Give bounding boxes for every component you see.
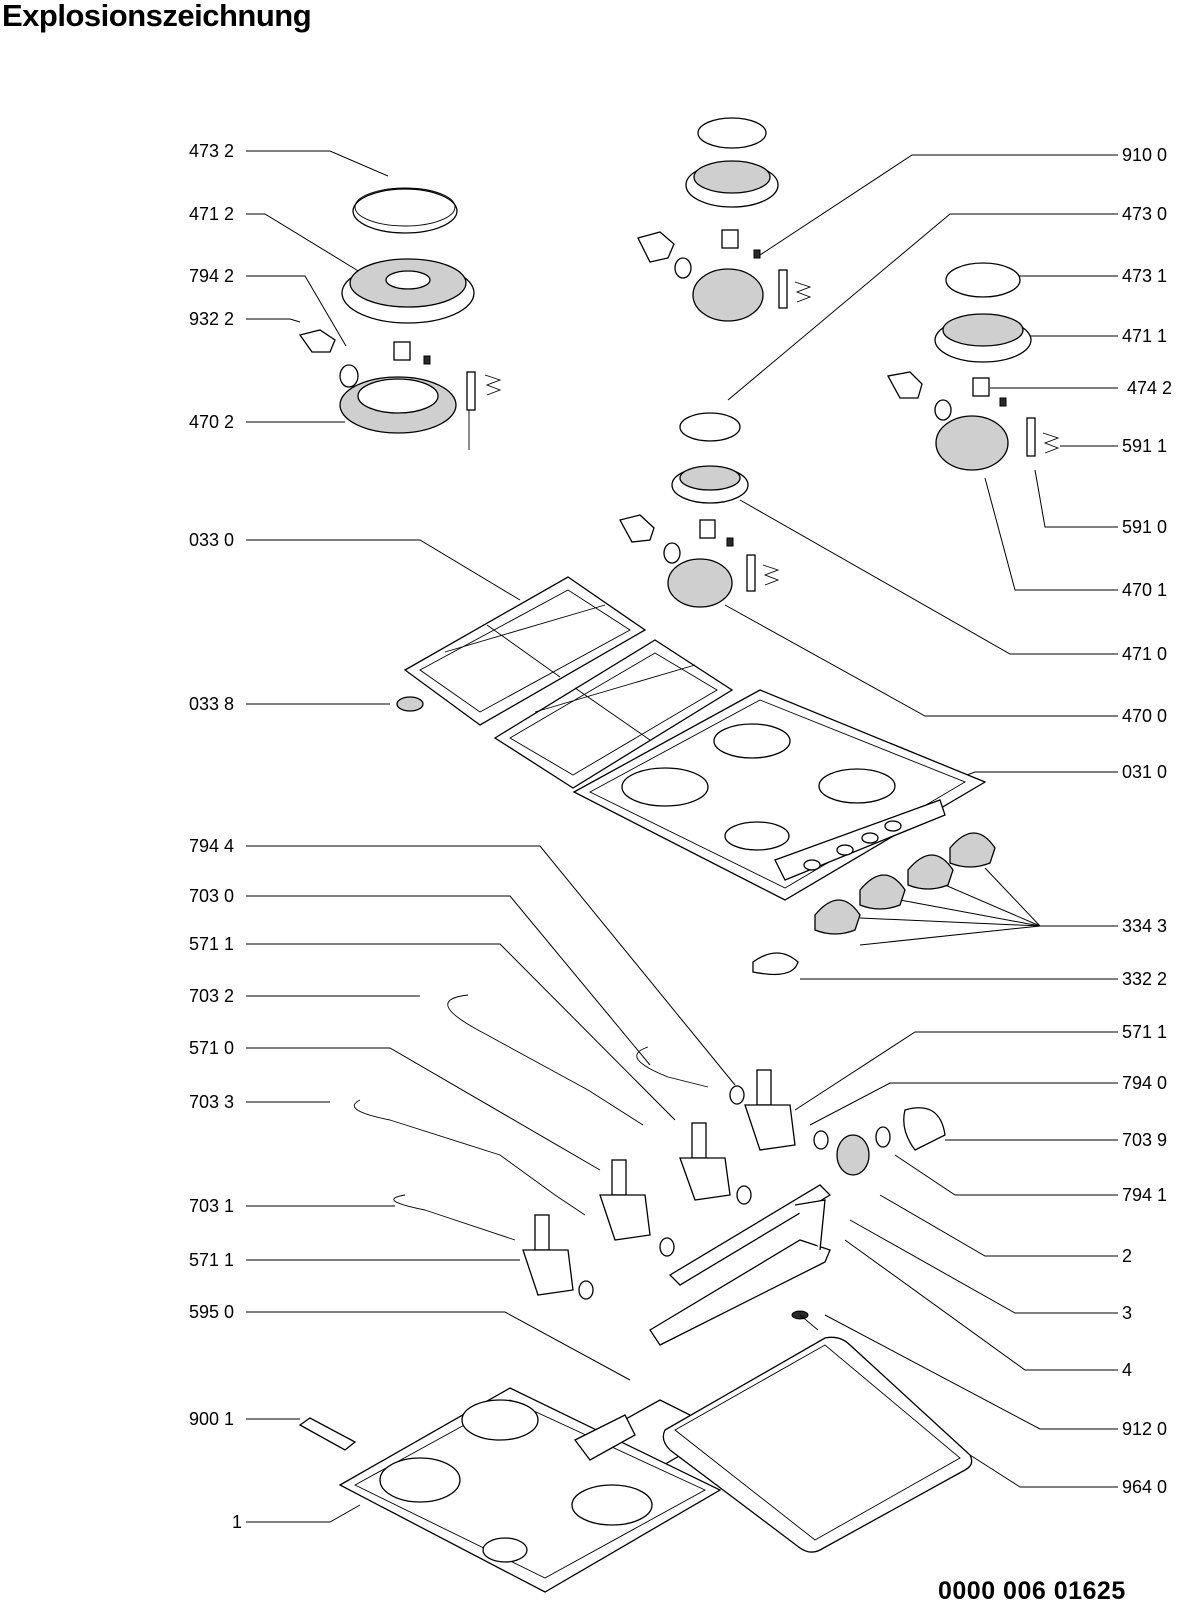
part-label: 964 0 bbox=[1122, 1477, 1167, 1497]
part-label: 471 0 bbox=[1122, 644, 1167, 664]
part-label: 473 2 bbox=[189, 141, 234, 161]
cooktop-surface bbox=[572, 689, 987, 901]
part-label: 470 1 bbox=[1122, 580, 1167, 600]
page-title: Explosionszeichnung bbox=[2, 0, 312, 33]
part-label: 591 1 bbox=[1122, 436, 1167, 456]
part-label: 473 0 bbox=[1122, 204, 1167, 224]
burner-right bbox=[886, 262, 1060, 471]
gas-valves bbox=[522, 1069, 829, 1300]
part-label: 703 0 bbox=[189, 886, 234, 906]
part-label: 470 0 bbox=[1122, 706, 1167, 726]
part-label: 4 bbox=[1122, 1360, 1132, 1380]
part-label: 912 0 bbox=[1122, 1419, 1167, 1439]
part-label: 571 1 bbox=[189, 934, 234, 954]
control-knobs bbox=[752, 832, 996, 976]
part-label: 794 4 bbox=[189, 836, 234, 856]
part-label: 794 1 bbox=[1122, 1185, 1167, 1205]
gas-connector-and-manifold bbox=[649, 1107, 946, 1346]
part-label: 334 3 bbox=[1122, 916, 1167, 936]
part-label: 473 1 bbox=[1122, 266, 1167, 286]
burner-small bbox=[619, 412, 780, 608]
gas-pipes bbox=[353, 994, 709, 1241]
part-label: 595 0 bbox=[189, 1302, 234, 1322]
part-label: 703 2 bbox=[189, 986, 234, 1006]
part-label: 900 1 bbox=[189, 1409, 234, 1429]
part-label: 1 bbox=[232, 1512, 242, 1532]
burner-top-middle bbox=[637, 117, 812, 322]
part-label: 571 0 bbox=[189, 1038, 234, 1058]
part-label: 703 3 bbox=[189, 1092, 234, 1112]
part-labels-left: 473 2 471 2 794 2 932 2 470 2 033 0 033 … bbox=[189, 141, 242, 1532]
leader-lines bbox=[246, 150, 1118, 1523]
part-label: 3 bbox=[1122, 1303, 1132, 1323]
part-labels-right: 910 0 473 0 473 1 471 1 474 2 591 1 591 … bbox=[1122, 145, 1172, 1497]
part-label: 571 1 bbox=[1122, 1022, 1167, 1042]
part-label: 571 1 bbox=[189, 1250, 234, 1270]
bottom-tray bbox=[338, 1387, 722, 1593]
part-label: 031 0 bbox=[1122, 762, 1167, 782]
part-label: 471 1 bbox=[1122, 326, 1167, 346]
part-label: 471 2 bbox=[189, 204, 234, 224]
burner-large bbox=[298, 187, 502, 450]
part-label: 703 9 bbox=[1122, 1130, 1167, 1150]
part-label: 470 2 bbox=[189, 412, 234, 432]
part-label: 932 2 bbox=[189, 309, 234, 329]
part-label: 910 0 bbox=[1122, 145, 1167, 165]
part-label: 794 2 bbox=[189, 266, 234, 286]
document-number: 0000 006 01625 bbox=[938, 1577, 1126, 1605]
gasket bbox=[662, 1336, 973, 1553]
part-label: 703 1 bbox=[189, 1196, 234, 1216]
part-label: 591 0 bbox=[1122, 517, 1167, 537]
part-label: 2 bbox=[1122, 1246, 1132, 1266]
part-label: 794 0 bbox=[1122, 1073, 1167, 1093]
part-label: 033 0 bbox=[189, 530, 234, 550]
part-label: 033 8 bbox=[189, 694, 234, 714]
part-label: 474 2 bbox=[1127, 378, 1172, 398]
part-label: 332 2 bbox=[1122, 969, 1167, 989]
pan-support-grids bbox=[396, 576, 734, 789]
